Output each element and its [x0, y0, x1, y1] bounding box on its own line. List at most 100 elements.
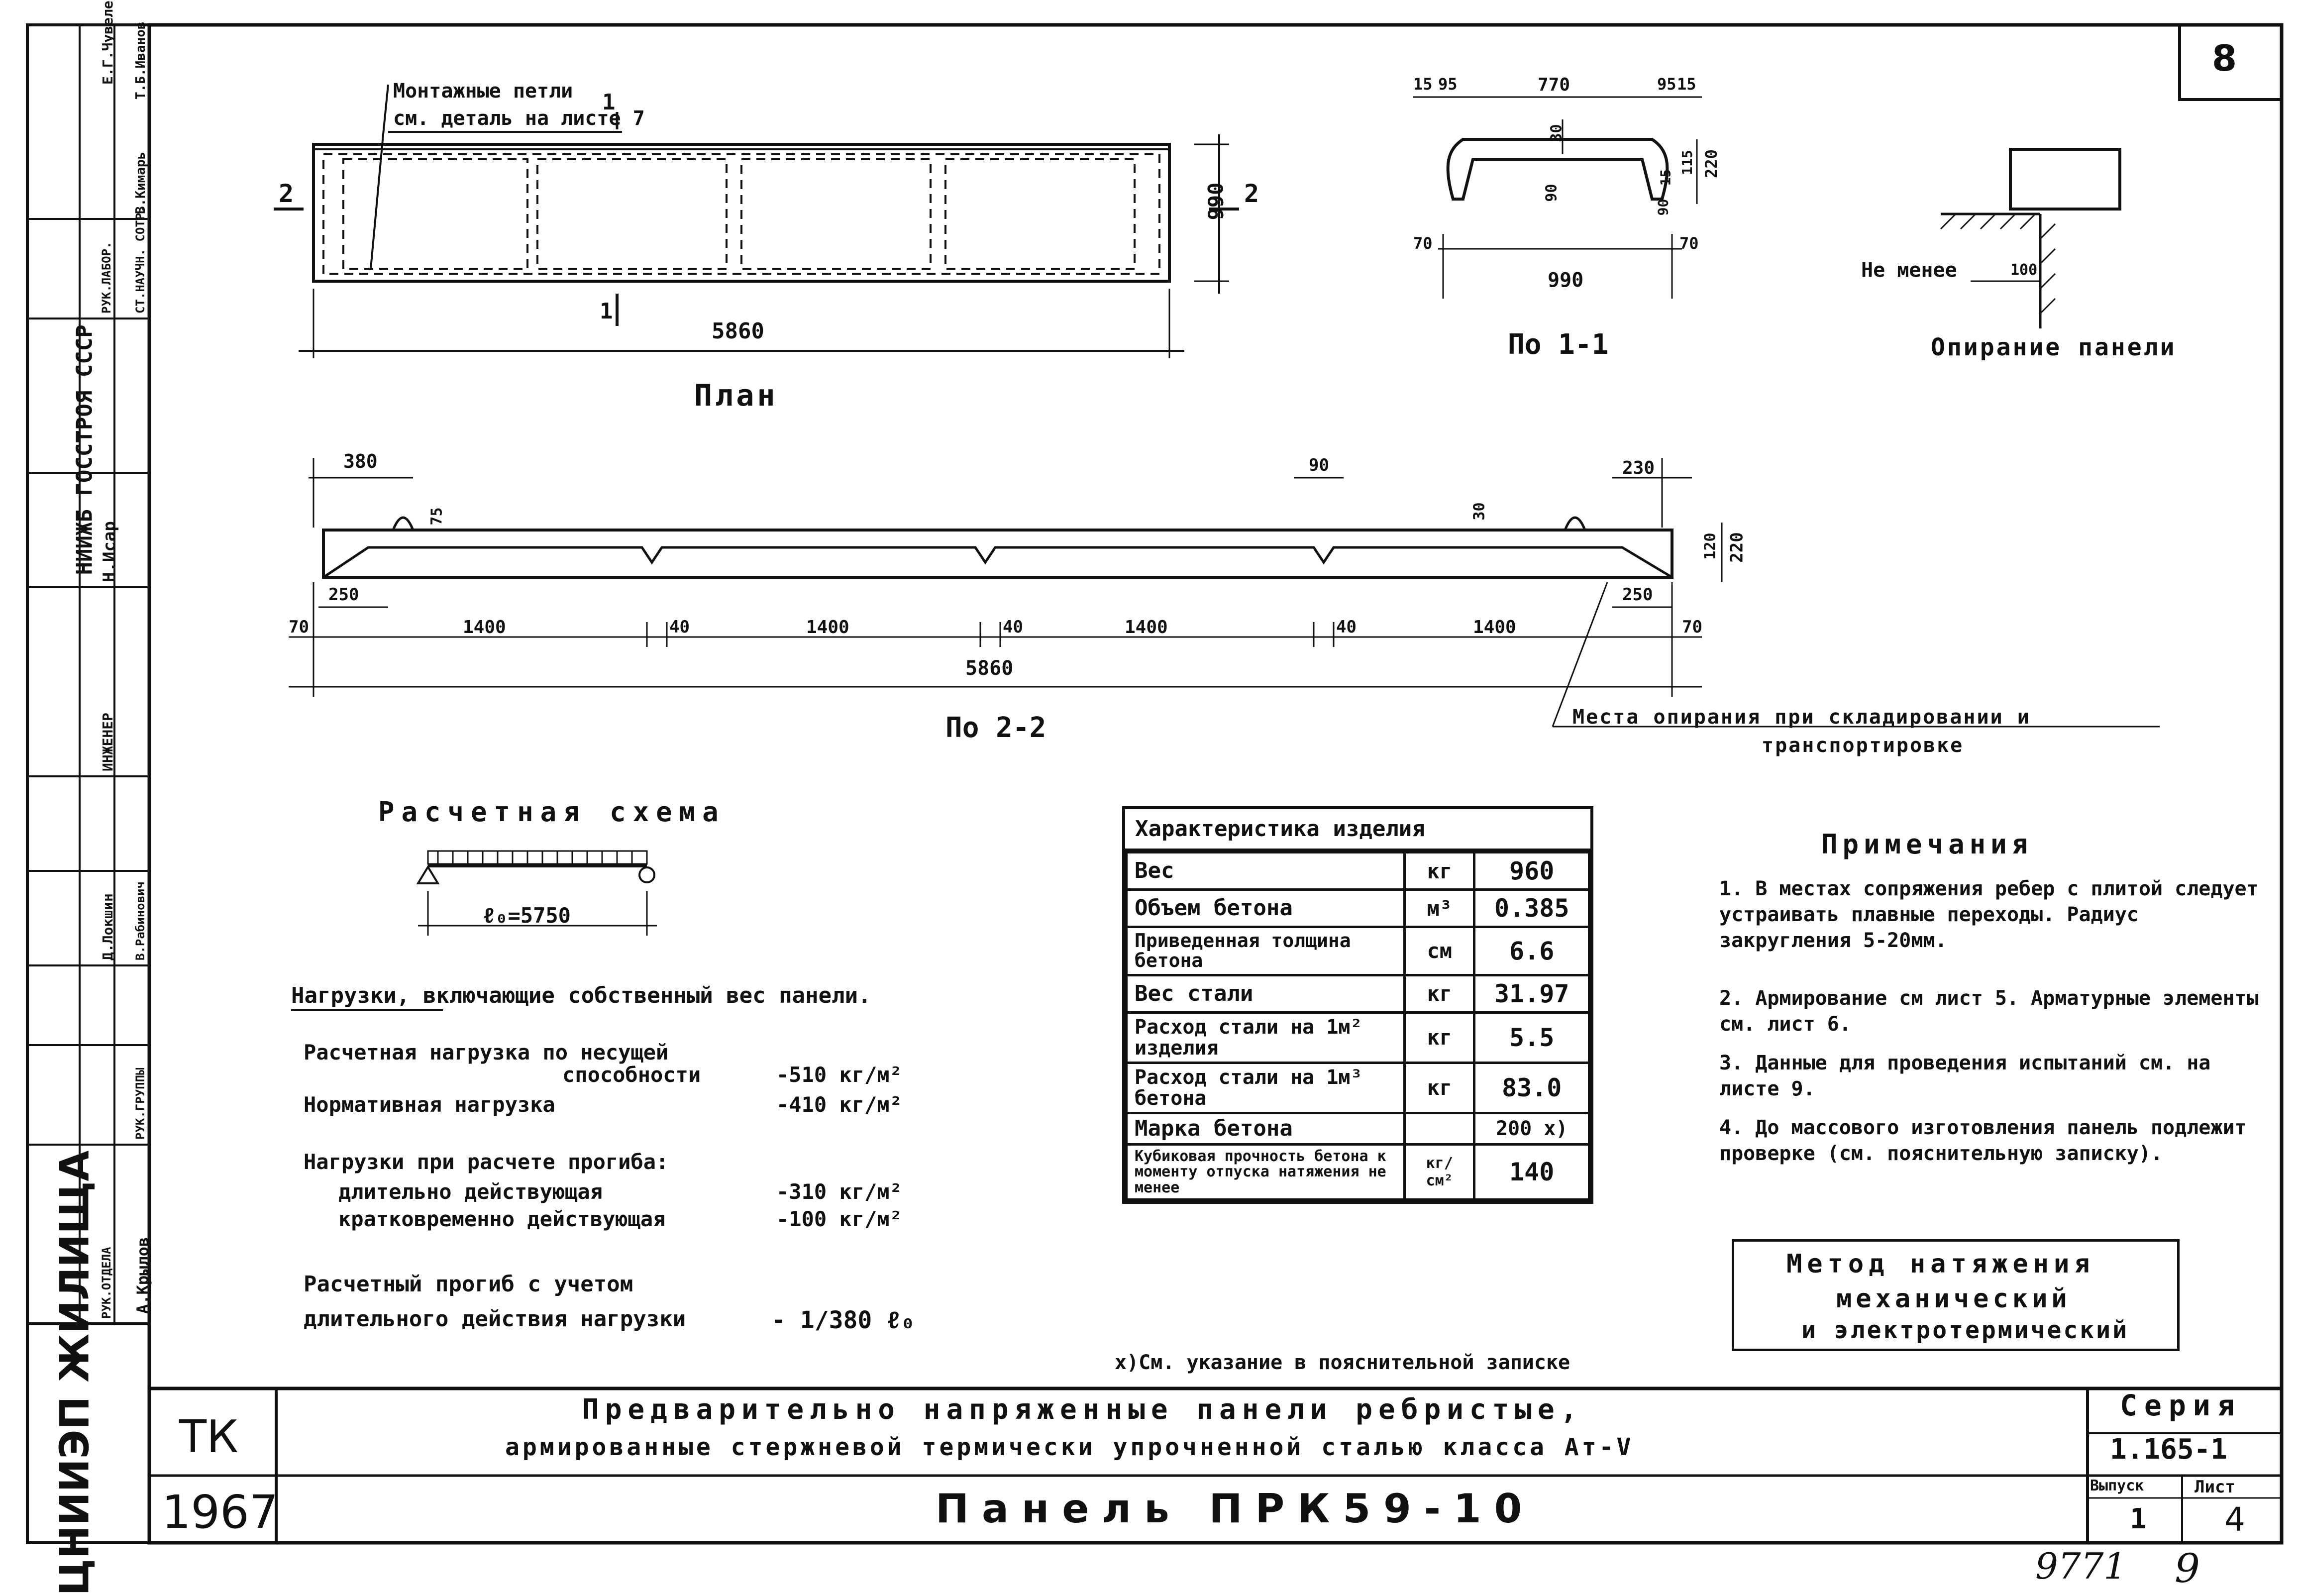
calc-title: Расчетная схема — [378, 796, 726, 828]
char-param: Кубиковая прочность бетона к моменту отп… — [1125, 1143, 1406, 1201]
s22-dim-250-right: 250 — [1622, 585, 1653, 605]
method-line-3: и электротермический — [1801, 1316, 2129, 1344]
notes-item-4: 4. До массового изготовления панель подл… — [1719, 1116, 2247, 1165]
char-value: 31.97 — [1473, 973, 1590, 1014]
s11-dim-top-b: 95 — [1438, 75, 1458, 94]
calc-line-3-value: -410 кг/м² — [776, 1092, 902, 1117]
char-unit: кг — [1403, 1061, 1476, 1114]
plan-title: План — [694, 378, 778, 413]
s11-dim-left-70: 70 — [1413, 234, 1433, 253]
calc-line-3: Нормативная нагрузка — [304, 1092, 555, 1117]
char-param: Приведенная толщина бетона — [1125, 926, 1406, 976]
sheet-number: 8 — [2212, 37, 2237, 79]
calc-line-6-value: -100 кг/м² — [776, 1207, 902, 1231]
char-value: 200 x) — [1473, 1111, 1590, 1146]
s22-dim-230: 230 — [1622, 458, 1655, 478]
char-unit: м³ — [1403, 888, 1476, 928]
title-code: ТК — [179, 1411, 238, 1463]
notes-item-1: 1. В местах сопряжения ребер с плитой сл… — [1719, 877, 2259, 952]
s22-support-note-1: Места опирания при складировании и — [1572, 706, 2031, 729]
calc-line-4: Нагрузки при расчете прогиба: — [304, 1150, 669, 1174]
char-unit: кг — [1403, 1011, 1476, 1064]
calc-line-5: длительно действующая — [338, 1179, 603, 1204]
char-value: 83.0 — [1473, 1061, 1590, 1114]
s22-total: 5860 — [965, 657, 1014, 680]
char-value: 140 — [1473, 1143, 1590, 1201]
calc-loads-heading: Нагрузки, включающие собственный вес пан… — [291, 983, 871, 1008]
char-value: 0.385 — [1473, 888, 1590, 928]
s22-span-1: 1400 — [463, 617, 506, 638]
title-name: Панель ПРК59-10 — [936, 1486, 1535, 1532]
char-title: Характеристика изделия — [1125, 809, 1590, 851]
plan-section-mark-left: 2 — [279, 179, 294, 208]
char-param: Расход стали на 1м³ бетона — [1125, 1061, 1406, 1114]
method-box — [1732, 1239, 2180, 1351]
page-mark: 9771 — [2035, 1545, 2127, 1587]
char-param: Расход стали на 1м² изделия — [1125, 1011, 1406, 1064]
s11-dim-bottom: 990 — [1548, 269, 1584, 292]
char-param: Вес стали — [1125, 973, 1406, 1014]
notes-item-3: 3. Данные для проведения испытаний см. н… — [1719, 1052, 2211, 1100]
s22-dim-90: 90 — [1309, 455, 1329, 475]
page-mark-suffix: 9 — [2175, 1545, 2200, 1592]
calc-line-8-value: - 1/380 ℓ₀ — [771, 1306, 915, 1334]
s22-dim-380: 380 — [343, 450, 378, 472]
s22-gap-1: 40 — [669, 617, 690, 637]
char-unit: кг — [1403, 851, 1476, 891]
calc-line-6: кратковременно действующая — [338, 1207, 666, 1231]
series-value: 1.165-1 — [2110, 1433, 2228, 1466]
char-value: 6.6 — [1473, 926, 1590, 976]
plan-section-mark-top: 1 — [602, 90, 616, 115]
title-line-1: Предварительно напряженные панели ребрис… — [582, 1393, 1583, 1426]
method-line-1: Метод натяжения — [1786, 1249, 2095, 1279]
plan-section-mark-right: 2 — [1244, 179, 1259, 208]
table-row: Кубиковая прочность бетона к моменту отп… — [1125, 1143, 1590, 1201]
s22-gap-3: 40 — [1336, 617, 1357, 637]
sheet-label: Лист — [2195, 1477, 2235, 1497]
s11-dim-top-a: 15 — [1413, 75, 1433, 94]
calc-span: ℓ₀=5750 — [483, 903, 571, 928]
s22-dim-250-left: 250 — [328, 585, 359, 605]
char-footnote: х)См. указание в пояснительной записке — [1115, 1351, 1570, 1374]
char-value: 960 — [1473, 851, 1590, 891]
calc-line-2-value: -510 кг/м² — [776, 1063, 902, 1087]
notes-item-2: 2. Армирование см лист 5. Арматурные эле… — [1719, 987, 2259, 1036]
support-label: Не менее — [1861, 259, 1957, 282]
issue-label: Выпуск — [2090, 1477, 2144, 1494]
plan-section-mark-bottom: 1 — [600, 299, 613, 324]
char-param: Вес — [1125, 851, 1406, 891]
s22-dim-70-left: 70 — [289, 617, 309, 637]
s22-support-note-2: транспортировке — [1762, 734, 1964, 757]
calc-line-8: длительного действия нагрузки — [304, 1306, 686, 1332]
s11-title: По 1-1 — [1508, 328, 1609, 361]
s11-dim-right-70: 70 — [1679, 234, 1699, 253]
s22-span-3: 1400 — [1125, 617, 1168, 638]
char-unit: кг/см² — [1403, 1143, 1476, 1201]
support-value: 100 — [2010, 261, 2038, 279]
series-label: Серия — [2120, 1388, 2242, 1422]
char-unit — [1403, 1111, 1476, 1146]
plan-callout: Монтажные петли — [393, 80, 573, 103]
s22-span-4: 1400 — [1473, 617, 1516, 638]
s22-title: По 2-2 — [945, 712, 1046, 744]
notes-title: Примечания — [1821, 829, 2033, 860]
char-value: 5.5 — [1473, 1011, 1590, 1064]
s11-dim-top-e: 15 — [1677, 75, 1696, 94]
char-unit: кг — [1403, 973, 1476, 1014]
s22-gap-2: 40 — [1003, 617, 1023, 637]
s11-dim-top-d: 95 — [1657, 75, 1676, 94]
